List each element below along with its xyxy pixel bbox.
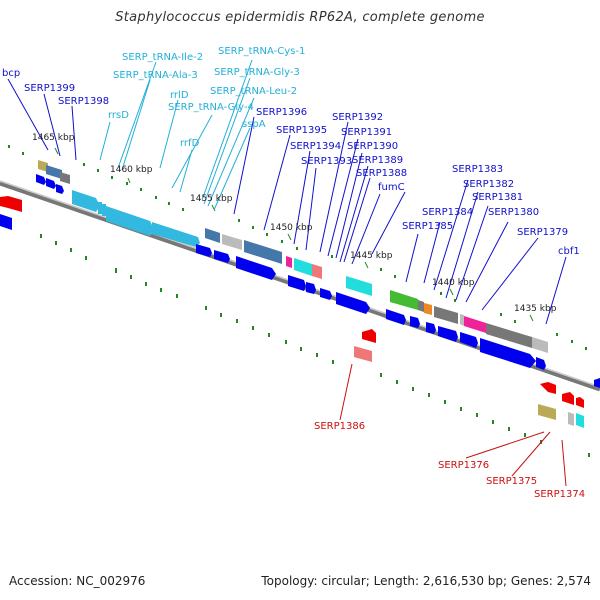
gene-label-trna-ala-3: SERP_tRNA-Ala-3 <box>113 70 198 81</box>
scale-label-1450: 1450 kbp <box>270 223 313 233</box>
scale-label-1465: 1465 kbp <box>32 133 75 143</box>
gene-label-serp1374: SERP1374 <box>534 489 585 500</box>
gene-label-serp1389: SERP1389 <box>352 155 403 166</box>
cog-box-steel-3 <box>244 240 282 264</box>
gene-label-serp1396: SERP1396 <box>256 107 307 118</box>
scale-label-1440: 1440 kbp <box>432 278 475 288</box>
cds-reverse <box>0 196 600 408</box>
gene-label-serp1384: SERP1384 <box>422 207 473 218</box>
cog-box-magenta-2 <box>464 316 486 333</box>
gene-label-serp1388: SERP1388 <box>356 168 407 179</box>
cog-box-cyan-2 <box>346 276 372 296</box>
gene-label-fumc: fumC <box>378 182 405 193</box>
cog-box-light-3 <box>532 337 548 353</box>
gene-label-trna-gly-4: SERP_tRNA-Gly-4 <box>168 102 254 113</box>
cog-box-gray-3 <box>434 306 458 324</box>
cog-box-gray-2 <box>418 300 424 312</box>
gene-label-serp1395: SERP1395 <box>276 125 327 136</box>
gene-label-serp1386: SERP1386 <box>314 421 365 432</box>
scale-label-1435: 1435 kbp <box>514 304 557 314</box>
topology-summary: Topology: circular; Length: 2,616,530 bp… <box>261 574 591 588</box>
leader-lines-forward <box>7 78 567 325</box>
gene-label-serp1392: SERP1392 <box>332 112 383 123</box>
gene-label-trna-leu-2: SERP_tRNA-Leu-2 <box>210 86 297 97</box>
cog-box-steel <box>46 165 62 179</box>
gene-label-serp1390: SERP1390 <box>347 141 398 152</box>
cds-forward <box>36 174 546 370</box>
gene-label-serp1398: SERP1398 <box>58 96 109 107</box>
cog-box-green <box>390 290 418 310</box>
trna-ile-2-gene <box>98 202 102 214</box>
gene-label-serp1376: SERP1376 <box>438 460 489 471</box>
rrld-gene <box>106 206 154 236</box>
gene-label-serp1379: SERP1379 <box>517 227 568 238</box>
gene-label-trna-cys-1: SERP_tRNA-Cys-1 <box>218 46 305 57</box>
cog-box-olive <box>38 160 48 172</box>
gene-label-serp1394: SERP1394 <box>290 141 341 152</box>
gene-label-trna-ile-2: SERP_tRNA-Ile-2 <box>122 52 203 63</box>
gene-label-sspa: sspA <box>242 119 266 130</box>
scale-labels: 1465 kbp 1460 kbp 1455 kbp 1450 kbp 1445… <box>32 133 557 314</box>
gene-label-rrld: rrlD <box>170 90 189 101</box>
map-title: Staphylococcus epidermidis RP62A, comple… <box>115 10 485 25</box>
trna-ala-3-gene <box>102 204 106 216</box>
gene-label-serp1399: SERP1399 <box>24 83 75 94</box>
cog-box-light-2 <box>460 314 464 326</box>
scale-label-1460: 1460 kbp <box>110 165 153 175</box>
gene-label-serp1380: SERP1380 <box>488 207 539 218</box>
gene-labels-rna: SERP_tRNA-Ile-2 SERP_tRNA-Ala-3 rrsD rrl… <box>108 46 305 149</box>
cog-boxes-reverse <box>0 214 584 428</box>
gene-label-serp1375: SERP1375 <box>486 476 537 487</box>
gene-label-rrfd: rrfD <box>180 138 200 149</box>
trna-cluster <box>152 222 200 247</box>
gene-label-rrsd: rrsD <box>108 110 129 121</box>
cog-box-gray-4 <box>486 323 532 348</box>
scale-label-1445: 1445 kbp <box>350 251 393 261</box>
gc-skew-dots <box>8 145 590 457</box>
gene-label-serp1382: SERP1382 <box>463 179 514 190</box>
gene-label-serp1393: SERP1393 <box>301 156 352 167</box>
gene-labels-reverse: SERP1386 SERP1376 SERP1375 SERP1374 <box>314 421 585 500</box>
cog-box-cyan <box>294 258 312 276</box>
rrsd-gene <box>72 190 100 212</box>
gene-label-bcp: bcp <box>2 68 20 79</box>
cog-box-salmon <box>312 264 322 279</box>
cog-box-magenta <box>286 256 292 268</box>
cog-box-gray <box>60 172 70 184</box>
cog-box-orange <box>424 303 432 315</box>
accession-text: Accession: NC_002976 <box>9 574 146 588</box>
cog-box-steel-2 <box>205 228 220 243</box>
gene-label-serp1391: SERP1391 <box>341 127 392 138</box>
leader-lines-reverse <box>339 363 567 487</box>
gene-label-cbf1: cbf1 <box>558 246 580 257</box>
gene-label-trna-gly-3: SERP_tRNA-Gly-3 <box>214 67 300 78</box>
leader-lines-rna <box>99 59 255 211</box>
rna-genes <box>72 190 200 247</box>
scale-label-1455: 1455 kbp <box>190 194 233 204</box>
gene-label-serp1385: SERP1385 <box>402 221 453 232</box>
gene-labels-forward: bcp SERP1399 SERP1398 SERP1396 SERP1395 … <box>2 68 580 257</box>
gene-label-serp1381: SERP1381 <box>472 192 523 203</box>
cog-boxes-forward <box>38 160 548 353</box>
cog-box-light <box>222 234 242 250</box>
gene-label-serp1383: SERP1383 <box>452 164 503 175</box>
